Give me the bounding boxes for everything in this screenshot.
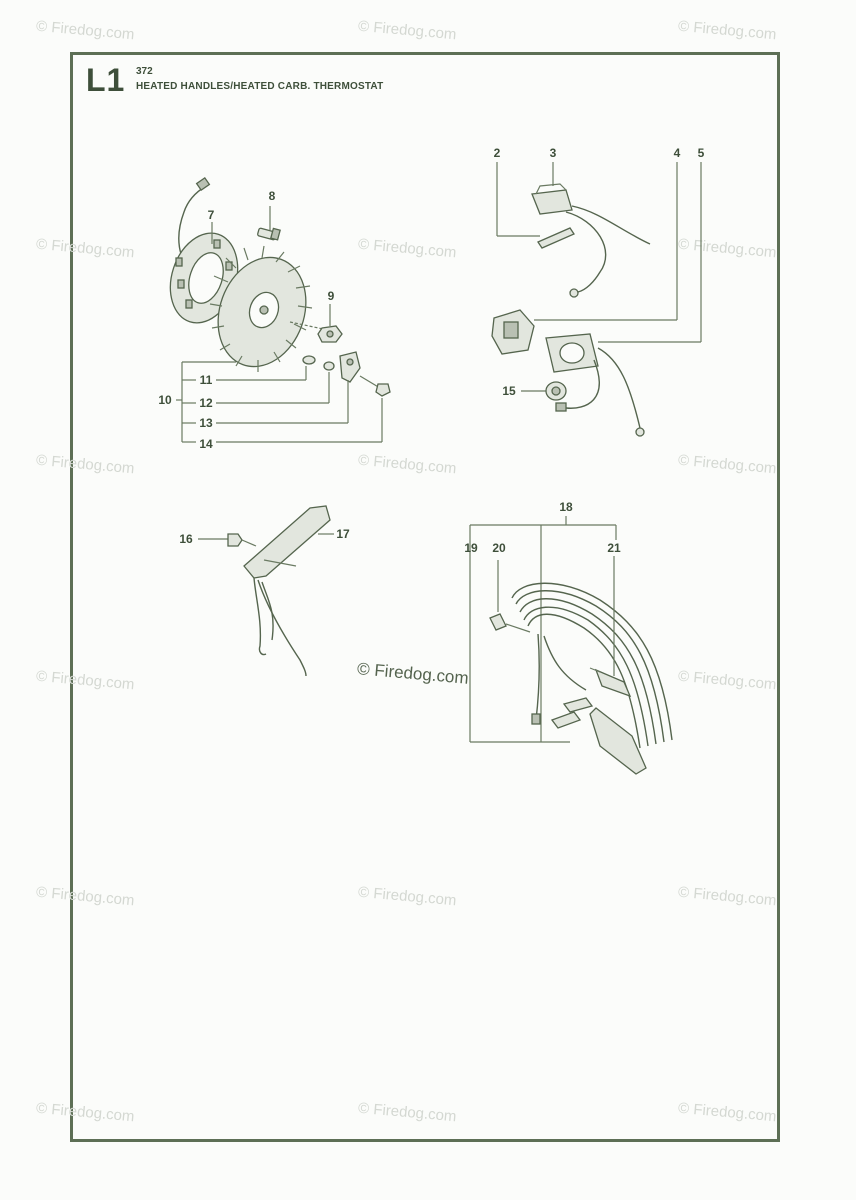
heater-lead-2 <box>257 579 307 677</box>
stator-pole <box>225 261 233 271</box>
callout-7: 7 <box>207 208 215 222</box>
nut-9 <box>289 304 343 343</box>
screw-8 <box>257 206 281 241</box>
insulator-port <box>503 321 519 339</box>
stator-wire <box>178 185 207 263</box>
callout-14: 14 <box>199 437 213 451</box>
callout-18: 18 <box>559 500 573 514</box>
heater-element-17 <box>243 505 331 579</box>
stator-pole <box>185 299 193 309</box>
thermostat <box>531 189 573 215</box>
callout-16: 16 <box>179 532 193 546</box>
bolt-14 <box>375 383 391 397</box>
callout-11: 11 <box>199 373 213 387</box>
callout-17: 17 <box>336 527 350 541</box>
heater-lead <box>253 577 267 656</box>
page-title: HEATED HANDLES/HEATED CARB. THERMOSTAT <box>136 81 384 92</box>
pin-2 <box>537 227 575 249</box>
callout-8: 8 <box>268 189 276 203</box>
bracket-plate <box>339 351 361 383</box>
ground-wire <box>565 211 607 293</box>
flywheel <box>209 245 313 372</box>
section-code: L1 <box>86 62 126 98</box>
callout-12: 12 <box>199 396 213 410</box>
callout-9: 9 <box>327 289 335 303</box>
bolt-19 <box>489 613 507 631</box>
callout-15: 15 <box>502 384 516 398</box>
small-parts <box>302 351 391 397</box>
callout-20: 20 <box>492 541 506 555</box>
stator-pole <box>175 257 183 267</box>
screw-16 <box>227 533 243 547</box>
wire-connector <box>195 176 211 192</box>
front-handle-assembly <box>469 516 673 775</box>
callout-4: 4 <box>673 146 681 160</box>
callout-3: 3 <box>549 146 557 160</box>
handle-heater-assembly <box>198 505 334 677</box>
thermostat-assembly <box>491 162 702 437</box>
callout-10: 10 <box>158 393 172 407</box>
stator-pole <box>213 239 221 249</box>
model-number: 372 <box>136 66 153 77</box>
switch-21 <box>594 668 632 698</box>
handle-end <box>589 707 647 775</box>
callout-5: 5 <box>697 146 705 160</box>
heater-lead-3 <box>261 581 274 641</box>
thermostat-wire <box>571 205 651 245</box>
callout-13: 13 <box>199 416 213 430</box>
callout-19: 19 <box>464 541 478 555</box>
stator-core <box>188 252 224 304</box>
stator-pole <box>177 279 185 289</box>
page-frame <box>70 52 780 1142</box>
heater-wire <box>597 347 641 429</box>
callout-2: 2 <box>493 146 501 160</box>
generator-assembly <box>169 176 391 443</box>
heater-wire-2 <box>565 359 600 409</box>
callout-21: 21 <box>607 541 621 555</box>
